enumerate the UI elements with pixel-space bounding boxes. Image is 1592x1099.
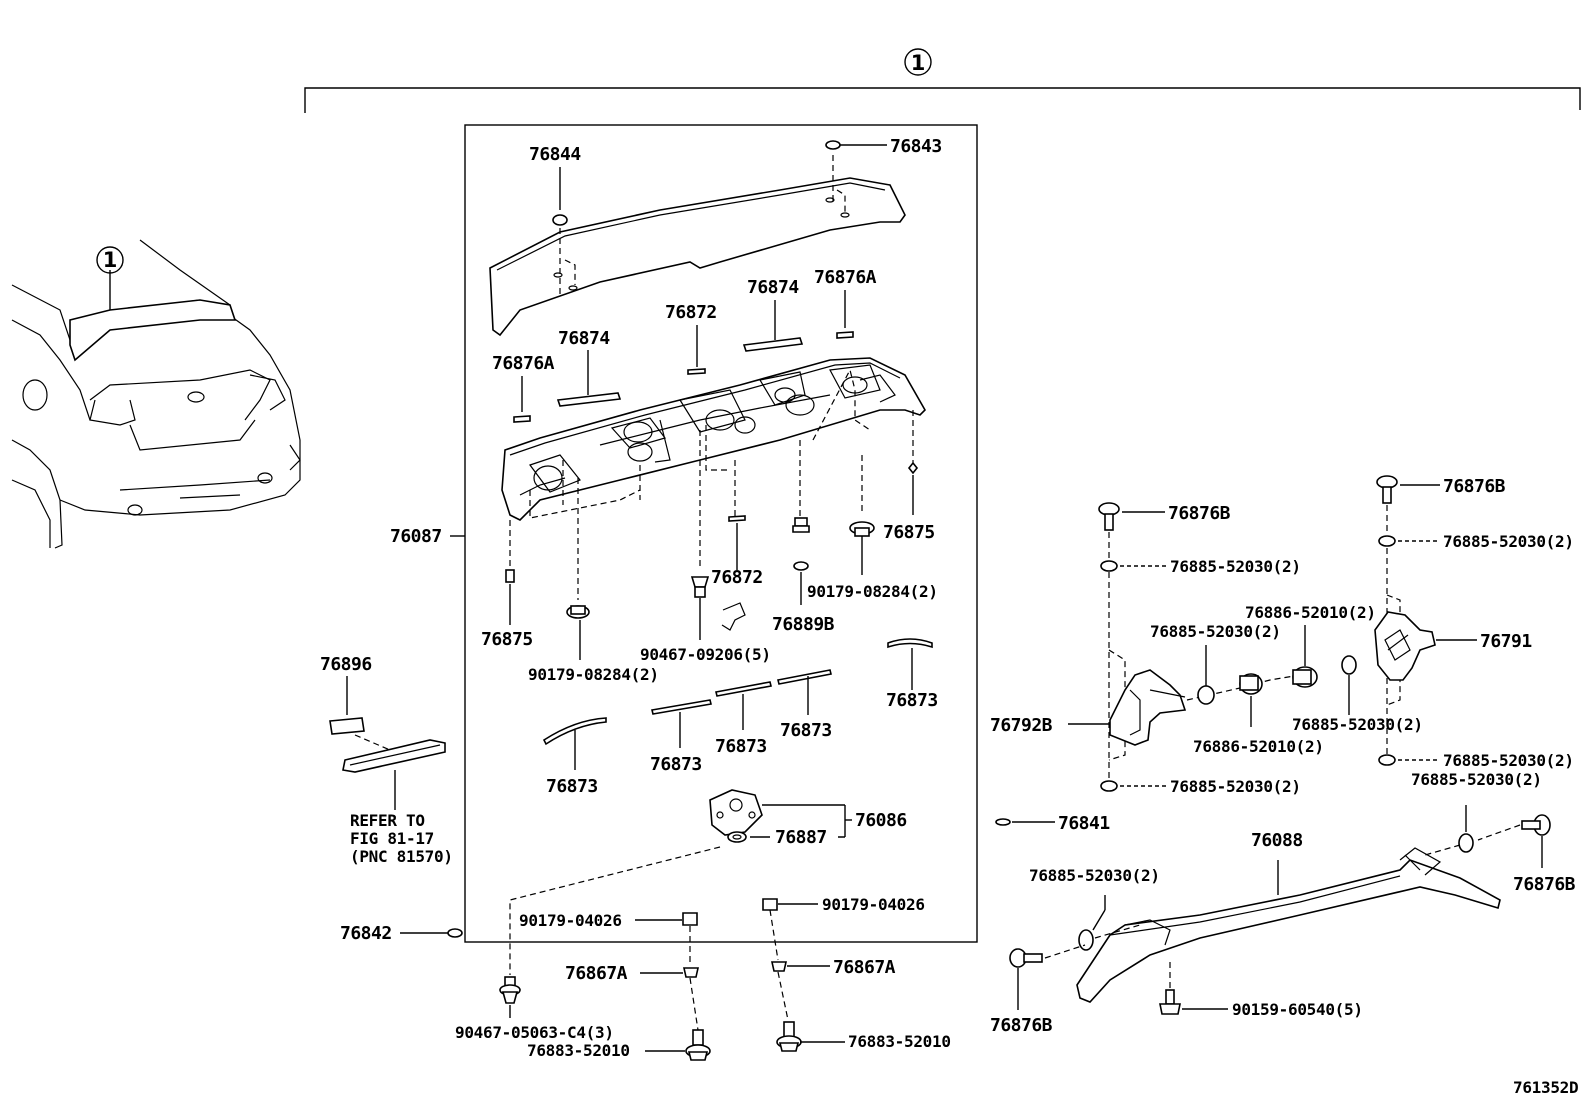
- label-76885-1: 76885-52030(2): [1170, 557, 1301, 576]
- label-76885-4: 76885-52030(2): [1292, 715, 1423, 734]
- label-90179-04026-left: 90179-04026: [519, 911, 622, 930]
- label-90467-09206: 90467-09206(5): [640, 645, 771, 664]
- refer-line-3: (PNC 81570): [350, 847, 453, 866]
- bolt-76876B-upper-left: [1098, 502, 1120, 531]
- label-76842: 76842: [340, 923, 392, 944]
- clip-76889B: [792, 517, 810, 605]
- label-76088: 76088: [1251, 830, 1303, 851]
- nut-90179-08284-left: [566, 605, 590, 660]
- spoiler-inner-panel: [501, 357, 926, 521]
- label-76885-2: 76885-52030(2): [1443, 532, 1574, 551]
- label-76876A-right: 76876A: [814, 267, 877, 288]
- label-76874-upper: 76874: [747, 277, 799, 298]
- bolt-76876B-upper-right: [1376, 475, 1398, 504]
- bracket-76791: [1374, 611, 1436, 681]
- label-76872-mid: 76872: [711, 567, 763, 588]
- label-90179-04026-right: 90179-04026: [822, 895, 925, 914]
- label-76873-d: 76873: [546, 776, 598, 797]
- label-76873-right: 76873: [886, 690, 938, 711]
- label-76873-a: 76873: [650, 754, 702, 775]
- clip-90467-09206: [690, 576, 746, 640]
- label-76876B-4: 76876B: [990, 1015, 1053, 1036]
- label-76087: 76087: [390, 526, 442, 547]
- refer-line-1: REFER TO: [350, 811, 425, 830]
- label-76885-8: 76885-52030(2): [1029, 866, 1160, 885]
- label-76791: 76791: [1480, 631, 1532, 652]
- label-76876B-2: 76876B: [1443, 476, 1506, 497]
- label-76086: 76086: [855, 810, 907, 831]
- label-76872-top: 76872: [665, 302, 717, 323]
- nut-90179-08284-right: [849, 521, 875, 575]
- label-76867A-left: 76867A: [565, 963, 628, 984]
- refer-line-2: FIG 81-17: [350, 829, 434, 848]
- label-76886-2: 76886-52010(2): [1193, 737, 1324, 756]
- label-76889B: 76889B: [772, 614, 835, 635]
- bracket-76792B: [1109, 669, 1187, 746]
- bolt-76883-left: [685, 1029, 711, 1061]
- label-76844: 76844: [529, 144, 581, 165]
- label-76883-right: 76883-52010: [848, 1032, 951, 1051]
- nut-76886-lower: [1239, 673, 1263, 695]
- vehicle-callout: 1: [103, 248, 118, 272]
- label-76873-c: 76873: [780, 720, 832, 741]
- label-90179-08284-left: 90179-08284(2): [528, 665, 659, 684]
- label-76875-right: 76875: [883, 522, 935, 543]
- bolt-76876B-right: [1521, 814, 1551, 836]
- label-76875-left: 76875: [481, 629, 533, 650]
- label-76886-1: 76886-52010(2): [1245, 603, 1376, 622]
- label-76885-5: 76885-52030(2): [1170, 777, 1301, 796]
- bolt-76876B-lower: [1009, 948, 1043, 968]
- label-76883-left: 76883-52010: [527, 1041, 630, 1060]
- spoiler-subassembly-frame: [464, 124, 978, 943]
- label-76876A-left: 76876A: [492, 353, 555, 374]
- label-76792B: 76792B: [990, 715, 1053, 736]
- part-81570: [342, 739, 446, 773]
- label-76874-lower: 76874: [558, 328, 610, 349]
- label-76843: 76843: [890, 136, 942, 157]
- bolt-90159: [1159, 989, 1181, 1015]
- label-76885-3: 76885-52030(2): [1150, 622, 1281, 641]
- spoiler-cover-part: [489, 140, 906, 337]
- label-76841: 76841: [1058, 813, 1110, 834]
- bolt-76883-right: [776, 1021, 802, 1052]
- label-76867A-right: 76867A: [833, 957, 896, 978]
- label-76896: 76896: [320, 654, 372, 675]
- bolt-90467-05063: [499, 976, 521, 1004]
- label-76876B-1: 76876B: [1168, 503, 1231, 524]
- bracket-76086: [709, 789, 763, 843]
- lower-spoiler-76088: [1076, 847, 1501, 1003]
- label-76885-6: 76885-52030(2): [1443, 751, 1574, 770]
- label-90467-05063: 90467-05063-C4(3): [455, 1023, 614, 1042]
- label-76873-b: 76873: [715, 736, 767, 757]
- label-76885-7: 76885-52030(2): [1411, 770, 1542, 789]
- vehicle-rear-view: 1: [11, 239, 301, 549]
- figure-id: 761352D: [1513, 1078, 1578, 1097]
- assembly-bracket: 1: [304, 48, 1581, 113]
- label-90159-60540: 90159-60540(5): [1232, 1000, 1363, 1019]
- assembly-callout: 1: [911, 51, 926, 75]
- label-76876B-3: 76876B: [1513, 874, 1576, 895]
- nut-76886-upper: [1292, 666, 1318, 688]
- label-76887: 76887: [775, 827, 827, 848]
- label-90179-08284-right: 90179-08284(2): [807, 582, 938, 601]
